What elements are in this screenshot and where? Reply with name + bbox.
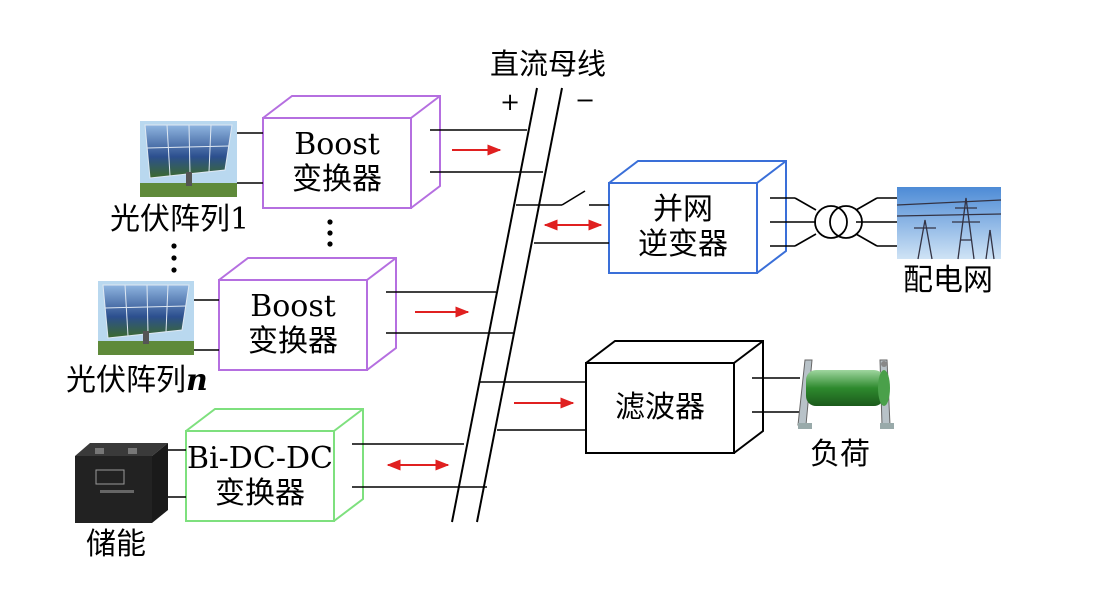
dc-bus-title: 直流母线: [490, 47, 607, 81]
boost-converter-1-label: Boost 变换器: [263, 127, 411, 197]
switch-blade: [561, 190, 586, 206]
boost-converter-1-line2: 变换器: [292, 161, 382, 197]
boost-converter-1-box: [262, 95, 441, 209]
bus-positive-line: [451, 87, 538, 523]
filter-box: [585, 340, 764, 454]
inverter-line1: 并网: [653, 192, 713, 227]
battery-icon: [75, 443, 168, 523]
pv-array-n-label-main: 光伏阵列: [66, 363, 186, 398]
boost-converter-n-line1: Boost: [250, 289, 336, 324]
pv-array-n-label-italic: n: [186, 363, 208, 398]
filter-label: 滤波器: [615, 390, 705, 425]
storage-label: 储能: [86, 527, 146, 562]
solar-panel-n-icon: [98, 281, 194, 355]
bus-negative-line: [476, 87, 563, 523]
inverter-label: 并网 逆变器: [609, 192, 757, 262]
wire-tx-grid-1: [855, 197, 878, 211]
grid-label: 配电网: [903, 263, 993, 298]
solar-panel-1-icon: [140, 121, 237, 197]
power-grid-icon: [896, 187, 1002, 260]
transformer-icon: [814, 205, 863, 239]
wire-inv-tx-1b: [794, 197, 817, 211]
bidc-converter-line2: 变换器: [215, 475, 305, 511]
load-resistor-icon: [797, 359, 894, 429]
pv-array-1-label: 光伏阵列1: [110, 202, 250, 237]
pv-array-n-label: 光伏阵列n: [66, 366, 208, 396]
bus-minus-sign: −: [575, 86, 596, 114]
bidc-converter-box: [185, 408, 364, 522]
ellipsis-dots-boost: [327, 219, 333, 247]
load-label: 负荷: [810, 437, 870, 472]
bus-plus-sign: +: [500, 88, 521, 116]
inverter-line2: 逆变器: [638, 226, 728, 262]
bidc-converter-line1: Bi-DC-DC: [187, 441, 333, 476]
boost-converter-1-line1: Boost: [294, 127, 380, 162]
bidc-converter-label: Bi-DC-DC 变换器: [186, 441, 334, 511]
boost-converter-n-label: Boost 变换器: [219, 289, 367, 359]
ellipsis-dots-pv: [171, 243, 177, 273]
boost-converter-n-line2: 变换器: [248, 323, 338, 359]
wire-tx-grid-3: [855, 233, 878, 247]
inverter-box: [608, 160, 787, 274]
wire-inv-tx-3b: [794, 233, 817, 247]
boost-converter-n-box: [218, 257, 397, 371]
